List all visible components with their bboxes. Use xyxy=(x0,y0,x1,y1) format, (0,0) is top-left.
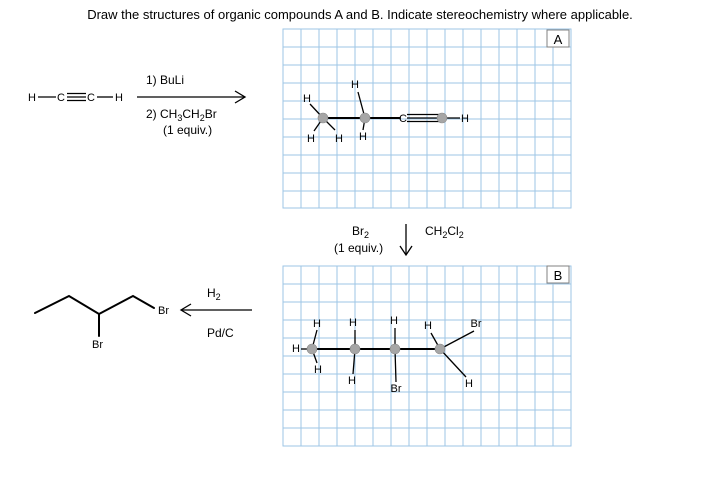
acetylene-c1: C xyxy=(57,92,65,104)
step2-br2: Br2 xyxy=(352,224,369,240)
atom-a-c1[interactable] xyxy=(317,112,329,124)
step3-catalyst: Pd/C xyxy=(207,326,234,340)
acetylene-h-left: H xyxy=(28,92,36,104)
final-br-sub: Br xyxy=(92,339,103,351)
acetylene-structure: H C C H xyxy=(28,92,123,104)
atom-a-c2[interactable] xyxy=(359,112,371,124)
b-h-top2: H xyxy=(349,317,357,329)
b-br-bottom: Br xyxy=(391,383,402,395)
step1-line2: 2) CH3CH2Br xyxy=(146,107,217,123)
answer-tag-a: A xyxy=(546,29,570,48)
acetylene-h-right: H xyxy=(115,92,123,104)
step1-reagents: 1) BuLi 2) CH3CH2Br (1 equiv.) xyxy=(146,73,217,137)
b-h-left: H xyxy=(292,343,300,355)
drawing-area-b[interactable] xyxy=(283,266,571,446)
a-h-bottom3: H xyxy=(359,131,367,143)
step2-solvent: CH2Cl2 xyxy=(425,224,464,240)
a-c-label: C xyxy=(399,113,407,125)
atom-b-c3[interactable] xyxy=(389,343,401,355)
question-text: Draw the structures of organic compounds… xyxy=(87,7,633,22)
answer-tag-b-label: B xyxy=(554,268,563,283)
b-br-top: Br xyxy=(471,318,482,330)
step3-reagents: H2 Pd/C xyxy=(207,286,234,340)
atom-b-c2[interactable] xyxy=(349,343,361,355)
a-h-right: H xyxy=(461,113,469,125)
step3-arrow xyxy=(179,303,252,317)
final-br-end: Br xyxy=(158,305,169,317)
a-h-bottom2: H xyxy=(335,133,343,145)
step2-equiv: (1 equiv.) xyxy=(334,241,383,255)
a-h-bottom1: H xyxy=(307,133,315,145)
structure-b[interactable]: H H H H Br H H H Br H xyxy=(292,315,482,395)
atom-a-c4[interactable] xyxy=(436,112,448,124)
step1-arrow xyxy=(137,90,247,104)
acetylene-c2: C xyxy=(87,92,95,104)
b-h-top1: H xyxy=(313,318,321,330)
step1-line1: 1) BuLi xyxy=(146,73,184,87)
a-h-top: H xyxy=(351,79,359,91)
step2-reagents: Br2 (1 equiv.) CH2Cl2 xyxy=(334,224,464,255)
b-h-bottom2: H xyxy=(348,375,356,387)
b-h-bottom4: H xyxy=(465,378,473,390)
structure-a[interactable]: H H H H H C H xyxy=(303,79,469,145)
final-product-structure: Br Br xyxy=(34,294,169,351)
b-h-top3: H xyxy=(390,315,398,327)
step1-line3: (1 equiv.) xyxy=(163,123,212,137)
answer-tag-a-label: A xyxy=(554,32,563,47)
step3-h2: H2 xyxy=(207,286,221,302)
b-h-top4: H xyxy=(424,320,432,332)
answer-tag-b: B xyxy=(546,265,570,284)
atom-b-c1[interactable] xyxy=(306,343,318,355)
b-h-bottom1: H xyxy=(314,364,322,376)
a-h-left: H xyxy=(303,93,311,105)
step2-arrow xyxy=(399,224,413,257)
atom-b-c4[interactable] xyxy=(434,343,446,355)
